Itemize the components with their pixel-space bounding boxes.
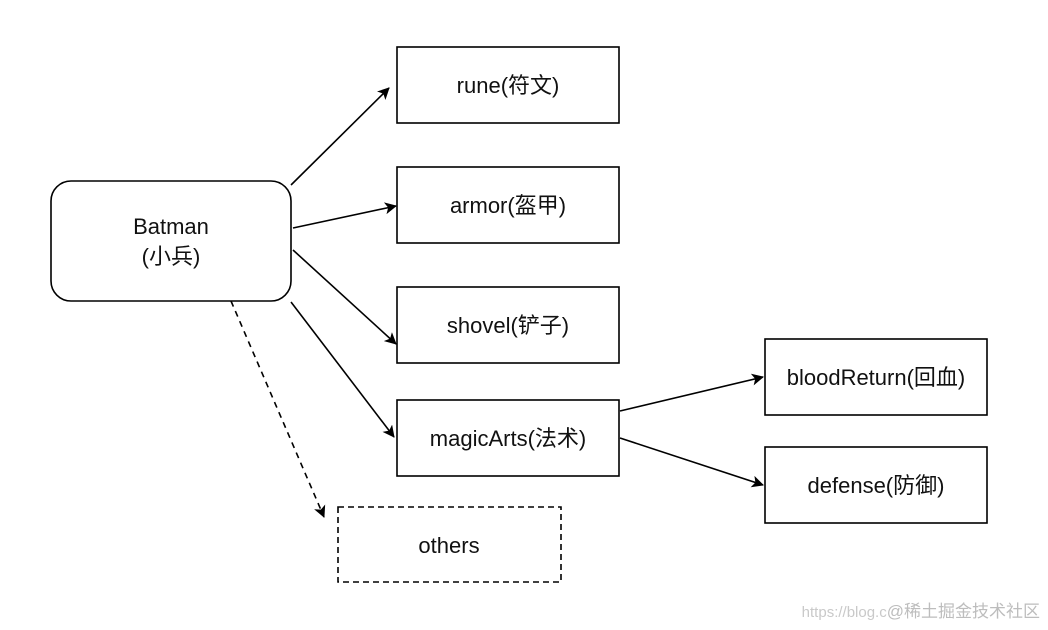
node-shovel: shovel(铲子) (396, 286, 620, 364)
watermark: https://blog.c@稀土掘金技术社区 (802, 597, 1040, 622)
node-armor-label: armor(盔甲) (450, 193, 566, 218)
node-defense-label: defense(防御) (808, 473, 945, 498)
connector-magicarts-defense (619, 437, 764, 488)
watermark-url: https://blog.c (801, 604, 887, 621)
node-rune: rune(符文) (396, 46, 620, 124)
node-batman-label-line1: Batman (133, 214, 209, 239)
connector-magicarts-bloodreturn (619, 373, 764, 412)
node-rune-label: rune(符文) (457, 73, 560, 98)
connector-batman-rune (290, 87, 390, 186)
watermark-brand: @稀土掘金技术社区 (886, 602, 1040, 621)
node-magicarts-label: magicArts(法术) (430, 426, 586, 451)
node-armor: armor(盔甲) (396, 166, 620, 244)
node-defense: defense(防御) (764, 446, 988, 524)
connector-batman-others (230, 300, 326, 518)
node-batman: Batman (小兵) (50, 180, 292, 302)
node-magicarts: magicArts(法术) (396, 399, 620, 477)
node-shovel-label: shovel(铲子) (447, 313, 569, 338)
connector-batman-shovel (292, 249, 397, 345)
node-bloodreturn-label: bloodReturn(回血) (787, 365, 966, 390)
node-others-label: others (418, 533, 479, 558)
node-batman-label-line2: (小兵) (142, 244, 201, 269)
connector-batman-magicarts (290, 301, 395, 438)
connector-batman-armor (292, 202, 397, 229)
node-bloodreturn: bloodReturn(回血) (764, 338, 988, 416)
node-others: others (337, 506, 562, 583)
